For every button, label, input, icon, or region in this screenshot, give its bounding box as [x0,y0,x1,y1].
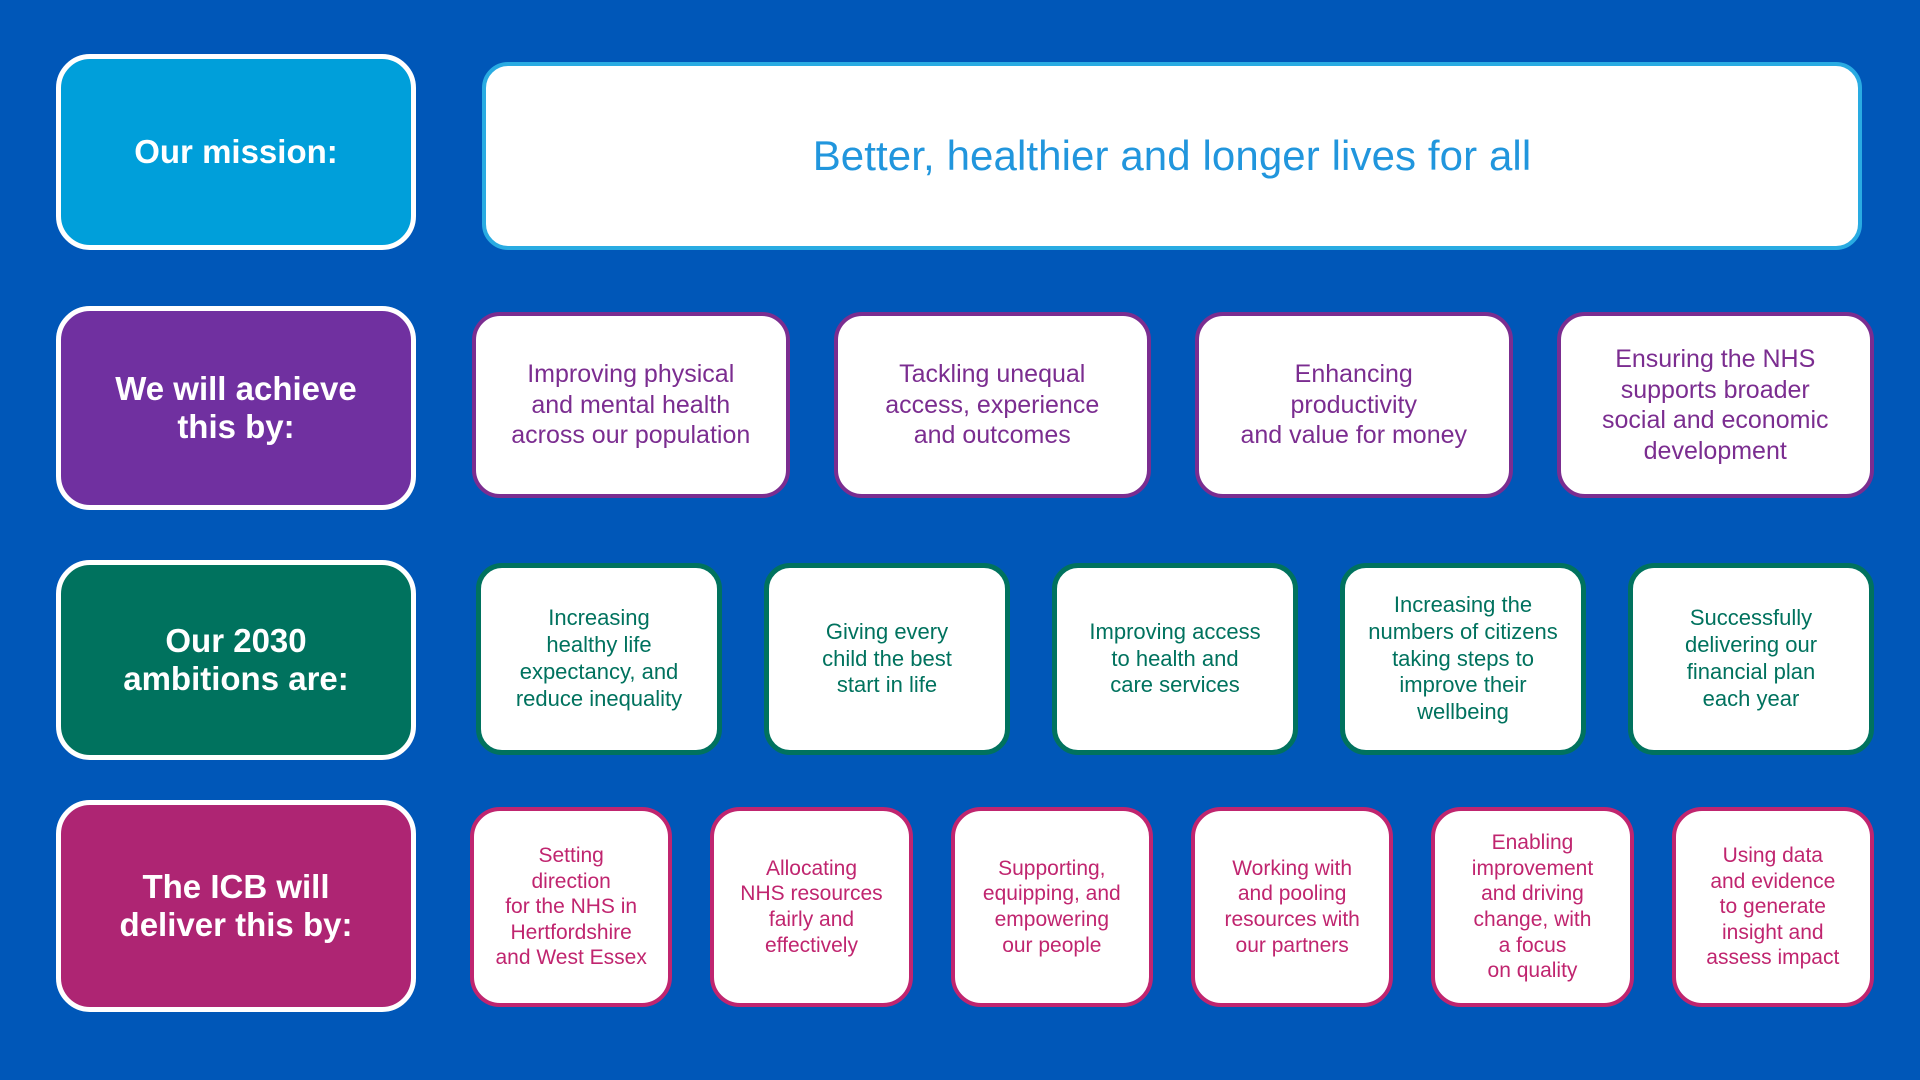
label-chip-our-mission: Our mission: [56,54,416,250]
mission-statement-banner: Better, healthier and longer lives for a… [482,62,1862,250]
mission-statement-text: Better, healthier and longer lives for a… [812,132,1532,179]
label-chip-our-mission-text: Our mission: [134,132,338,170]
